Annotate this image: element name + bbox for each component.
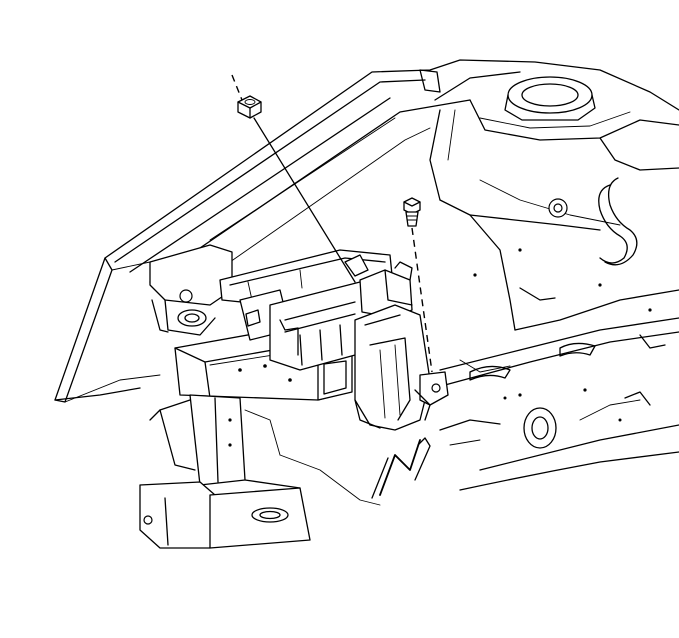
component-housing (219, 249, 449, 431)
front-left-panel (54, 257, 161, 403)
lower-apron (439, 308, 679, 397)
bolt-icon (403, 197, 421, 227)
nut-icon (231, 74, 262, 119)
inner-fender-apron (439, 177, 679, 331)
bolt-leader-line (411, 227, 433, 373)
lower-right-embossing (371, 391, 679, 499)
strut-tower (429, 76, 679, 201)
upper-body-rail (104, 59, 679, 283)
nut-leader-line (253, 117, 356, 283)
